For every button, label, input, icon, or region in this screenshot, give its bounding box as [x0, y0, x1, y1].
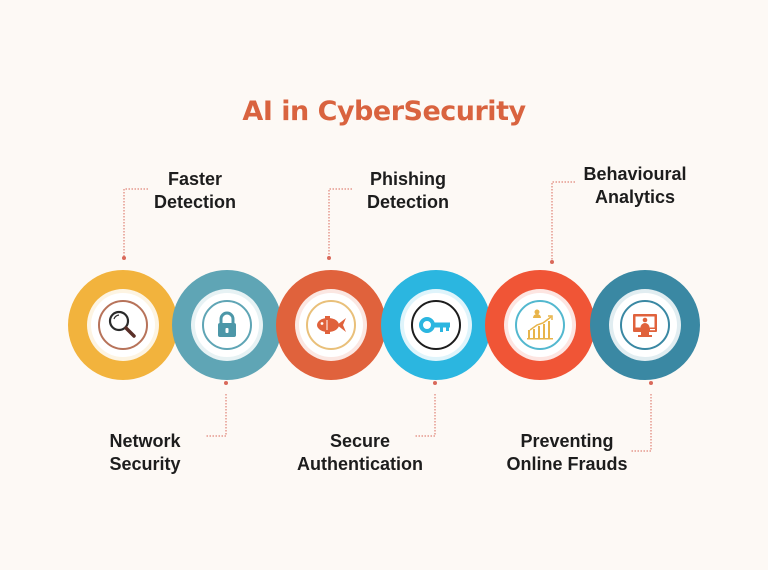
- label-secure-authentication: Secure Authentication: [297, 431, 423, 474]
- analytics-chart-icon: [527, 309, 553, 340]
- magnifier-icon: [108, 310, 136, 338]
- padlock-icon: [218, 311, 236, 337]
- connector-dot: [327, 256, 331, 260]
- connector-behavioural-analytics: [551, 181, 575, 261]
- computer-user-icon: [633, 314, 657, 337]
- label-faster-detection: Faster Detection: [153, 169, 236, 212]
- label-preventing-online-frauds: Preventing Online Frauds: [506, 431, 628, 474]
- connector-network-security: [206, 394, 227, 437]
- circle-secure-authentication: [381, 270, 491, 380]
- connector-dot: [649, 381, 653, 385]
- diagram-title: AI in CyberSecurity: [242, 96, 526, 127]
- connector-secure-authentication: [414, 394, 436, 437]
- circle-faster-detection: [68, 270, 178, 380]
- connector-dot: [122, 256, 126, 260]
- fish-icon: [317, 316, 346, 334]
- connector-dot: [550, 260, 554, 264]
- key-icon: [419, 317, 450, 333]
- connector-dot: [433, 381, 437, 385]
- label-network-security: Network Security: [109, 431, 181, 474]
- label-phishing-detection: Phishing Detection: [366, 169, 449, 212]
- circle-phishing-detection: [276, 270, 386, 380]
- circle-network-security: [172, 270, 282, 380]
- connector-preventing-online-frauds: [630, 394, 652, 452]
- connector-faster-detection: [123, 188, 148, 257]
- circle-behavioural-analytics: [485, 270, 595, 380]
- label-behavioural-analytics: Behavioural Analytics: [583, 164, 687, 207]
- circle-preventing-online-frauds: [590, 270, 700, 380]
- connector-dot: [224, 381, 228, 385]
